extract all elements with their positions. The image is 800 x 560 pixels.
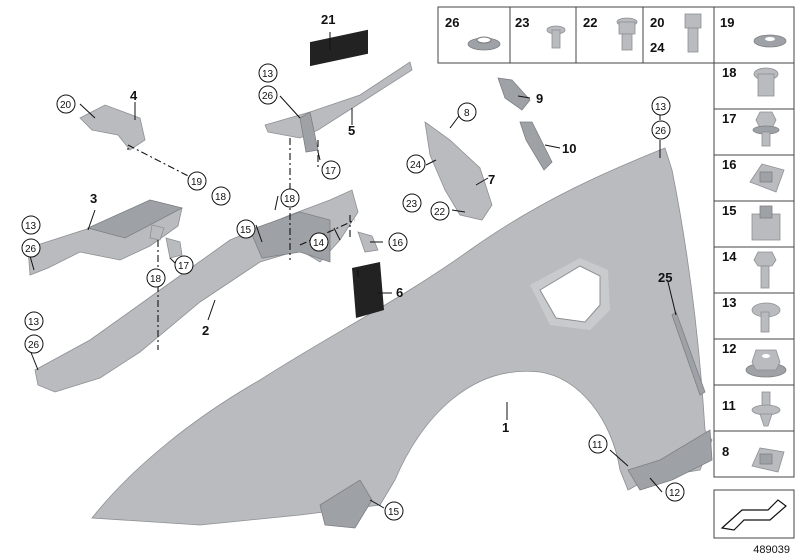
callout-20: 20 [60,100,72,111]
callout-3: 3 [90,191,97,206]
callout-26-a: 26 [262,91,274,102]
callout-16: 16 [392,238,404,249]
orientation-arrow-icon [713,489,795,539]
callout-9: 9 [536,91,543,106]
legend-label-11: 11 [722,398,736,413]
callout-21: 21 [321,12,335,27]
callout-15-b: 15 [388,507,400,518]
clip-nut-icon [749,163,785,193]
legend-label-20: 20 [650,15,664,30]
rivet-icon [753,67,779,97]
insulation-pad [352,262,384,318]
legend-label-22: 22 [583,15,597,30]
callout-8: 8 [464,108,470,119]
bolt-icon [616,17,638,51]
callout-13-c: 13 [28,317,40,328]
legend-label-23: 23 [515,15,529,30]
bracket-upper [79,104,146,151]
callout-13-b: 13 [25,221,37,232]
callout-12: 12 [669,488,681,499]
callout-4: 4 [130,88,138,103]
bracket-rail [264,61,413,139]
fender-panel [91,147,713,529]
callout-10: 10 [562,141,576,156]
callout-13-d: 13 [655,102,667,113]
legend-label-26: 26 [445,15,459,30]
foam-pad [310,29,368,67]
callout-26-c: 26 [28,340,40,351]
callout-13-a: 13 [262,69,274,80]
callout-22: 22 [434,207,446,218]
callout-25: 25 [658,270,672,285]
rivet-18 [149,224,165,241]
legend-label-24: 24 [650,40,665,55]
legend-label-16: 16 [722,157,736,172]
callout-18-c: 18 [150,274,162,285]
seal-strip [671,311,706,396]
callout-5: 5 [348,123,355,138]
collar-nut-icon [745,349,787,378]
callout-18-b: 18 [284,194,296,205]
callout-19: 19 [191,177,203,188]
screw-icon [546,25,566,49]
bracket-14 [357,231,379,253]
support-bracket [34,189,359,393]
flange-bolt-icon [752,111,780,147]
legend-label-17: 17 [722,111,736,126]
callout-7: 7 [488,172,495,187]
leader-lines [29,32,677,509]
collar-screw-icon [751,302,781,333]
legend-top-row: 26 23 22 20 24 19 [437,6,795,64]
callout-26-d: 26 [655,126,667,137]
legend-right-column: 18 17 16 15 14 13 1 [713,62,795,478]
hex-bolt-icon [684,13,702,53]
callout-17-b: 17 [178,261,190,272]
legend-label-18: 18 [722,65,736,80]
callout-26-b: 26 [25,244,37,255]
legend-label-8: 8 [722,444,729,459]
hex-screw-icon [753,251,777,289]
callout-17-a: 17 [325,166,337,177]
legend-label-14: 14 [722,249,737,264]
bracket-10 [519,121,553,171]
spring-nut-icon [751,447,785,473]
legend-label-13: 13 [722,295,736,310]
support-element [424,121,493,221]
callout-1: 1 [502,420,509,435]
expanding-nut-icon [751,205,781,241]
legend-label-12: 12 [722,341,736,356]
callout-14: 14 [313,238,325,249]
expanding-rivet-icon [751,391,781,427]
legend-label-19: 19 [720,15,734,30]
legend-label-15: 15 [722,203,736,218]
circled-callouts: 13 26 20 17 19 18 18 15 14 16 13 26 17 1… [21,63,685,521]
callout-2: 2 [202,323,209,338]
clip-17 [165,237,183,259]
callout-24: 24 [410,160,422,171]
callout-18-a: 18 [215,192,227,203]
callout-15-a: 15 [240,225,252,236]
diagram-id: 489039 [753,544,790,556]
plain-callouts: 21 4 5 3 2 6 7 9 10 25 1 [90,12,672,435]
bracket-9 [497,77,531,111]
callout-23: 23 [406,199,418,210]
callout-11: 11 [592,440,603,451]
callout-6: 6 [396,285,403,300]
